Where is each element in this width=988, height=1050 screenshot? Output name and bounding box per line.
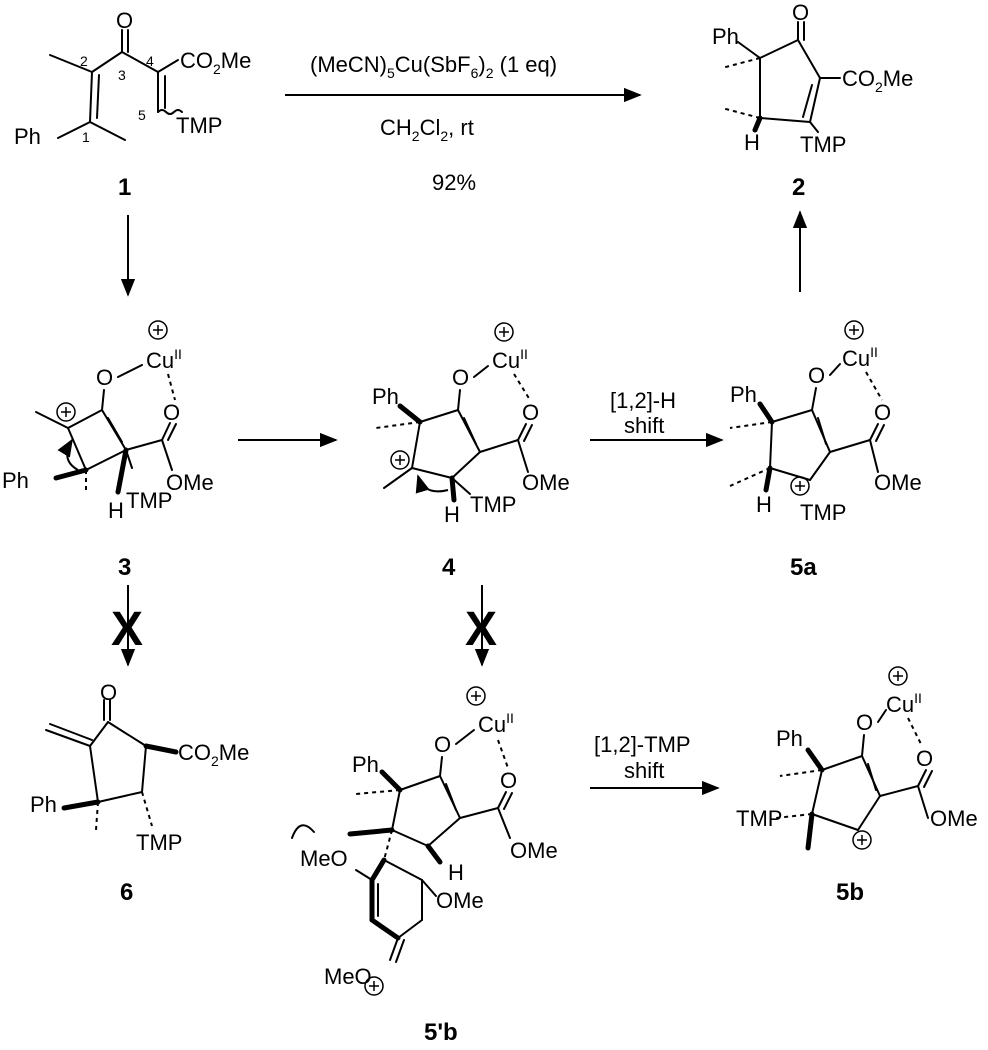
c5b-o2-label: O — [916, 746, 933, 771]
c4-tmp-label: TMP — [470, 492, 516, 517]
c3-number: 3 — [118, 554, 131, 581]
c5b-tmp-label: TMP — [736, 806, 782, 831]
c2-o-label: O — [792, 0, 809, 25]
reagent-label: (MeCN)5Cu(SbF6)2 (1 eq) — [310, 52, 557, 81]
tmp-shift-label-2: shift — [624, 758, 664, 783]
c6-tmp-label: TMP — [136, 830, 182, 855]
c1-tmp-label: TMP — [176, 113, 222, 138]
compound-2: O Ph CO2Me H TMP 2 — [712, 0, 913, 201]
c5pb-meo-top-label: MeO — [300, 846, 348, 871]
compound-3: CuII O O Ph OMe H TMP 3 — [2, 320, 214, 581]
c5b-number: 5b — [836, 879, 864, 906]
c4-number: 4 — [442, 554, 456, 581]
c4-ph-label: Ph — [372, 384, 399, 409]
c4-o2-label: O — [522, 400, 539, 425]
c5pb-ome-label: OMe — [510, 838, 558, 863]
c3-ph-label: Ph — [2, 468, 29, 493]
blocked-x-3: X — [111, 603, 143, 656]
compound-5a: CuII O O Ph OMe H TMP 5a — [729, 320, 922, 581]
c5a-ome-label: OMe — [874, 470, 922, 495]
c5b-ph-label: Ph — [776, 726, 803, 751]
yield-label: 92% — [432, 170, 476, 195]
c6-number: 6 — [120, 879, 133, 906]
c1-locant-3: 3 — [118, 67, 126, 83]
tmp-shift-label-1: [1,2]-TMP — [594, 732, 691, 757]
c6-ester-label: CO2Me — [178, 740, 249, 769]
compound-5b: CuII O O Ph OMe TMP 5b — [736, 666, 978, 906]
c2-tmp-label: TMP — [800, 132, 846, 157]
c1-locant-1: 1 — [82, 129, 90, 145]
c5pb-h-label: H — [448, 860, 464, 885]
c5a-o2-label: O — [874, 400, 891, 425]
c5b-cu-label: CuII — [886, 690, 922, 717]
h-shift-label-1: [1,2]-H — [610, 388, 676, 413]
c3-h-label: H — [108, 498, 124, 523]
c6-o-label: O — [100, 680, 117, 705]
c3-ome-label: OMe — [166, 470, 214, 495]
c3-cu-label: CuII — [146, 346, 182, 373]
c2-h-label: H — [744, 130, 760, 155]
c4-h-label: H — [444, 502, 460, 527]
c5b-ome-label: OMe — [930, 806, 978, 831]
c2-ph-label: Ph — [712, 24, 739, 49]
c5pb-cu-label: CuII — [478, 710, 514, 737]
c1-ph-label: Ph — [14, 124, 41, 149]
c1-locant-2: 2 — [80, 53, 88, 69]
c4-o1-label: O — [452, 365, 469, 390]
c5b-o1-label: O — [856, 710, 873, 735]
c4-ome-label: OMe — [522, 470, 570, 495]
c5pb-ph-label: Ph — [352, 752, 379, 777]
c2-number: 2 — [792, 174, 805, 201]
c1-locant-5: 5 — [138, 107, 146, 123]
compound-4: CuII O O Ph OMe H TMP 4 — [372, 322, 570, 581]
c5pb-meo-bottom-label: MeO — [324, 964, 372, 989]
compound-6: O Ph CO2Me TMP 6 — [30, 680, 249, 906]
blocked-x-4: X — [465, 603, 497, 656]
c1-number: 1 — [118, 174, 131, 201]
c5a-ph-label: Ph — [730, 382, 757, 407]
c5pb-o1-label: O — [434, 732, 451, 757]
c3-o1-label: O — [96, 365, 113, 390]
solvent-label: CH2Cl2, rt — [380, 115, 474, 144]
c5a-h-label: H — [756, 492, 772, 517]
compound-5prime-b: CuII O O Ph OMe H — [291, 686, 558, 1046]
c5a-o1-label: O — [808, 363, 825, 388]
c5pb-ome-ring-label: OMe — [436, 888, 484, 913]
h-shift-label-2: shift — [624, 413, 664, 438]
c2-ester-label: CO2Me — [842, 66, 913, 95]
c5a-number: 5a — [790, 554, 817, 581]
c1-o-label: O — [116, 8, 133, 33]
c5a-tmp-label: TMP — [800, 500, 846, 525]
c1-ester-label: CO2Me — [180, 48, 251, 77]
c5pb-o2-label: O — [500, 768, 517, 793]
compound-1: O Ph TMP CO2Me 1 2 3 4 5 1 — [14, 8, 251, 201]
c3-o2-label: O — [163, 400, 180, 425]
c5pb-number: 5'b — [424, 1019, 458, 1046]
c6-ph-label: Ph — [30, 792, 57, 817]
c4-cu-label: CuII — [492, 346, 528, 373]
c1-locant-4: 4 — [146, 53, 154, 69]
c3-tmp-label: TMP — [126, 488, 172, 513]
c5a-cu-label: CuII — [842, 344, 878, 371]
